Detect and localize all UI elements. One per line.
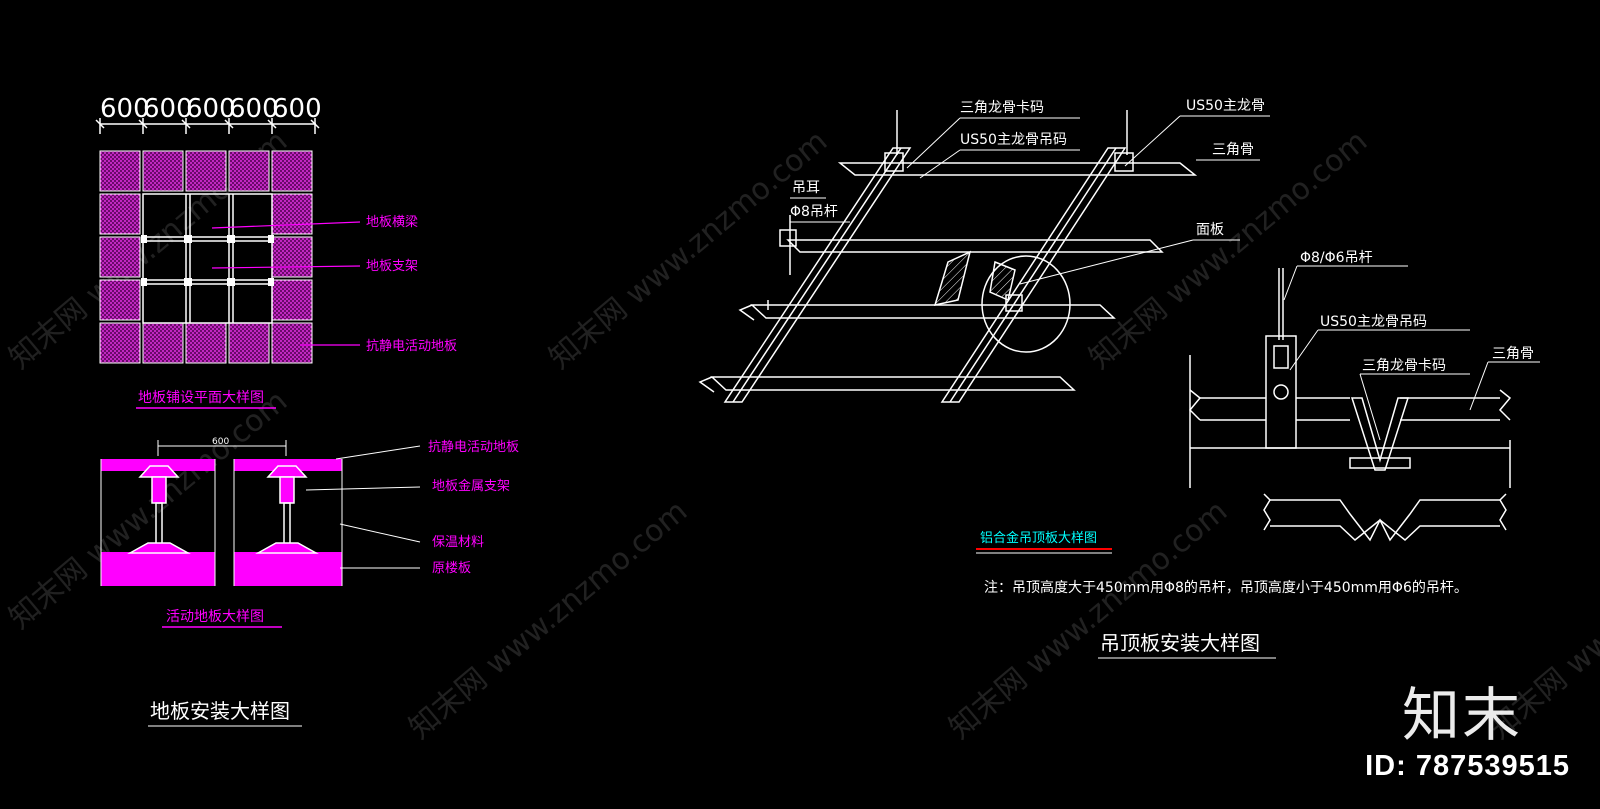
ceiling-isometric-drawing (698, 110, 1198, 403)
detail-title: 铝合金吊顶板大样图 (980, 530, 1097, 546)
brand-logo: 知末 (1401, 681, 1522, 749)
plan-title: 地板铺设平面大样图 (138, 390, 264, 406)
dim-label: 600 (229, 94, 279, 124)
iso-label-tri-bone: 三角骨 (1212, 142, 1254, 158)
iso-label-main-keel: US50主龙骨 (1186, 98, 1265, 114)
label-antistatic-floor: 抗静电活动地板 (366, 339, 457, 354)
floor-main-title: 地板安装大样图 (150, 699, 290, 723)
section-title: 活动地板大样图 (166, 609, 264, 625)
floor-tile (142, 322, 184, 364)
floor-tile (271, 279, 313, 321)
floor-tile (228, 150, 270, 192)
floor-section-drawing: 600 抗静电活动地板 (100, 437, 519, 727)
floor-plan-drawing: 600 600 600 600 600 地板横梁 (95, 94, 457, 409)
ceiling-note: 注：吊顶高度大于450mm用Φ8的吊杆，吊顶高度小于450mm用Φ6的吊杆。 (984, 579, 1468, 596)
floor-tile (99, 236, 141, 278)
dim-label: 600 (143, 94, 193, 124)
floor-tile (271, 193, 313, 235)
watermark-text: 知末网 www.znzmo.com (3, 384, 294, 636)
floor-tile (185, 322, 227, 364)
floor-tile (99, 150, 141, 192)
iso-label-rod: Φ8吊杆 (790, 204, 838, 220)
detail-label-rod: Φ8/Φ6吊杆 (1300, 250, 1373, 266)
floor-tile (142, 150, 184, 192)
label-insulation: 保温材料 (432, 535, 484, 550)
label-floor-beam: 地板横梁 (366, 215, 418, 230)
floor-tile (99, 279, 141, 321)
label-floor-support: 地板支架 (366, 259, 418, 274)
detail-label-hanger: US50主龙骨吊码 (1320, 314, 1427, 330)
detail-label-clip: 三角龙骨卡码 (1362, 358, 1446, 374)
floor-tile (185, 150, 227, 192)
label-metal-support: 地板金属支架 (432, 478, 510, 494)
ceiling-detail-drawing (1188, 268, 1512, 542)
floor-tile (228, 322, 270, 364)
dim-label: 600 (272, 94, 322, 124)
iso-label-panel: 面板 (1196, 222, 1224, 238)
floor-tile (271, 322, 313, 364)
floor-tile (271, 236, 313, 278)
watermark-text: 知末网 www.znzmo.com (403, 494, 694, 746)
detail-label-tri-bone: 三角骨 (1492, 346, 1534, 362)
image-id-label: ID: 787539515 (1365, 750, 1570, 782)
floor-tile (99, 193, 141, 235)
dim-label: 600 (100, 94, 150, 124)
dim-label: 600 (186, 94, 236, 124)
iso-label-ear: 吊耳 (792, 180, 820, 196)
floor-tile (99, 322, 141, 364)
iso-label-hanger: US50主龙骨吊码 (960, 132, 1067, 148)
ceiling-main-title: 吊顶板安装大样图 (1100, 631, 1260, 655)
iso-label-clip: 三角龙骨卡码 (960, 100, 1044, 116)
section-dim: 600 (212, 437, 229, 447)
label-section-floor: 抗静电活动地板 (428, 440, 519, 455)
label-slab: 原楼板 (432, 561, 471, 576)
floor-tile (271, 150, 313, 192)
